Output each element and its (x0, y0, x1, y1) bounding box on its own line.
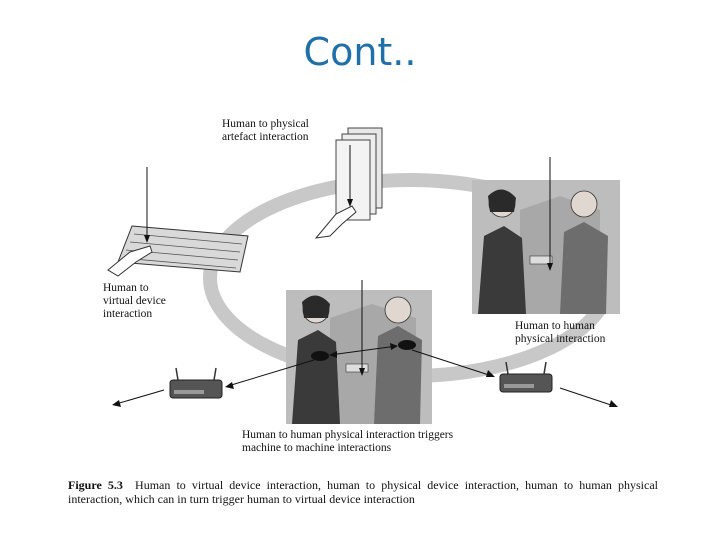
label-virtual-device: Human to virtual device interaction (103, 282, 166, 320)
router-icon-right (499, 361, 553, 393)
label-triggers: Human to human physical interaction trig… (242, 429, 454, 454)
label-human-to-human: Human to human physical interaction (515, 320, 606, 345)
documents-icon (314, 127, 383, 239)
caption-number: Figure 5.3 (68, 478, 123, 492)
tag-device-left (311, 351, 329, 361)
handshake-photo-center (286, 290, 432, 424)
router-icon-left (169, 367, 223, 399)
tag-device-right (398, 340, 416, 350)
caption-text: Human to virtual device interaction, hum… (68, 478, 658, 506)
handshake-photo-right (472, 180, 620, 314)
keyboard-icon (107, 225, 249, 277)
label-physical-artefact: Human to physical artefact interaction (222, 118, 309, 143)
figure-caption: Figure 5.3 Human to virtual device inter… (68, 478, 658, 506)
slide-title: Cont.. (303, 30, 417, 74)
